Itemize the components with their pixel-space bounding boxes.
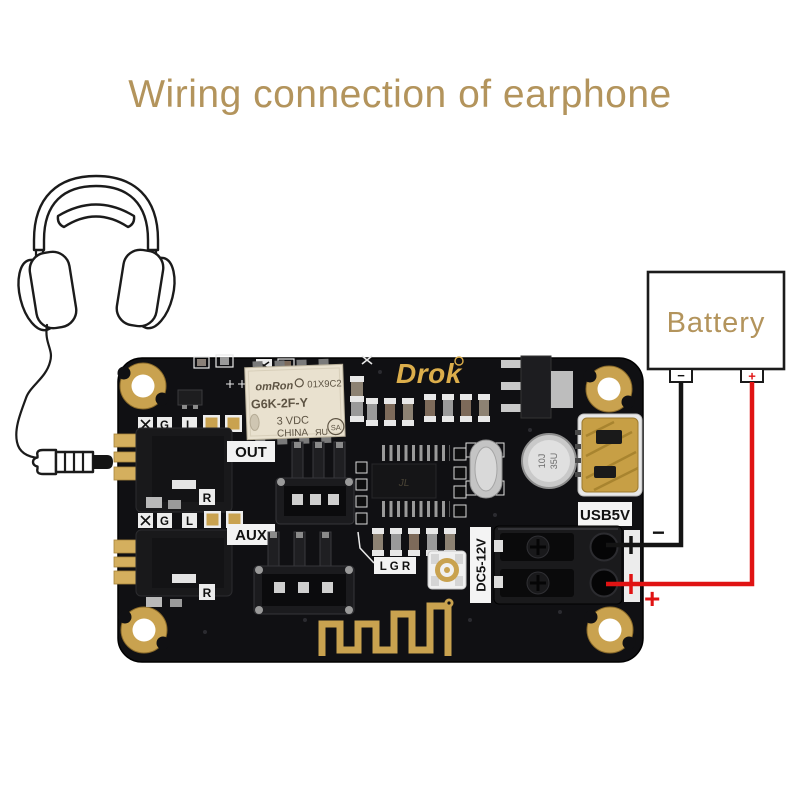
- silkscreen-x-mark: [361, 355, 373, 365]
- relay-origin: CHINA: [277, 428, 309, 440]
- usb5v-label-text: USB5V: [580, 507, 630, 524]
- battery-label: Battery: [667, 307, 766, 339]
- usb5v-label: USB5V: [578, 502, 632, 526]
- crystal-oscillator: [465, 439, 505, 499]
- positive-wire: [606, 382, 755, 587]
- smd-passives: [350, 376, 490, 556]
- out-label: OUT: [227, 441, 275, 462]
- relay-brand: omRon: [255, 380, 294, 393]
- relay-code: 01X9C2: [307, 378, 342, 390]
- relay: omRon 01X9C2 G6K-2F-Y 3 VDC CHINA ЯU SA: [244, 358, 346, 446]
- aux-label: AUX: [227, 524, 275, 545]
- capacitor-marking-1: 10J: [537, 454, 547, 469]
- out-label-text: OUT: [235, 444, 267, 461]
- plug-strain-relief: [31, 448, 58, 476]
- voltage-regulator: [501, 355, 573, 419]
- headphone-cable: [15, 323, 52, 460]
- pin-label-g: G: [160, 420, 169, 432]
- usb-port: [575, 413, 643, 497]
- board-positive-mark: +: [644, 583, 660, 614]
- plug-tip: [93, 455, 113, 469]
- lgr-label: L G R: [357, 531, 416, 574]
- battery-positive-mark: +: [748, 369, 756, 384]
- electrolytic-capacitor: 10J 35U: [521, 433, 577, 489]
- left-ear-cup: [28, 250, 78, 330]
- pin-label-l: L: [186, 420, 193, 432]
- ic-body: [371, 463, 437, 499]
- lgr-label-text: L G R: [380, 561, 411, 573]
- plug-rings: [63, 450, 85, 474]
- audio-board: omRon 01X9C2 G6K-2F-Y 3 VDC CHINA ЯU SA …: [113, 354, 644, 663]
- drok-logo: Drok: [396, 356, 464, 389]
- mounting-hole: [583, 365, 635, 413]
- pin-label-g: G: [160, 516, 169, 528]
- relay-rating: 3 VDC: [276, 415, 309, 428]
- dc-input-label: DC5-12V: [470, 527, 491, 603]
- relay-body: [244, 363, 346, 441]
- mounting-hole: [584, 606, 636, 654]
- battery-box: Battery − +: [646, 270, 786, 384]
- registered-mark-icon: [454, 356, 464, 366]
- aux-label-text: AUX: [235, 527, 267, 544]
- mounting-hole: [117, 362, 169, 410]
- pin-label-l: L: [186, 516, 193, 528]
- headphones-illustration: [15, 174, 176, 460]
- headphone-plug: [31, 448, 113, 476]
- right-ear-cup: [115, 248, 165, 328]
- connector-top: [275, 441, 355, 525]
- relay-cert-mark: SA: [331, 423, 341, 432]
- wiring-connections: − +: [606, 382, 755, 614]
- mounting-hole: [118, 606, 170, 654]
- bluetooth-ic: JL: [355, 445, 467, 525]
- dc-terminal-block: [493, 525, 640, 605]
- pin-label-r: R: [203, 586, 212, 600]
- aux-audio-jack: R: [113, 529, 233, 607]
- relay-ul-mark: ЯU: [315, 427, 328, 437]
- ufl-connector-icon: [427, 550, 467, 590]
- dc-input-label-text: DC5-12V: [474, 538, 489, 592]
- mounting-holes: [117, 362, 636, 654]
- board-negative-mark: −: [652, 520, 665, 545]
- relay-brand-dot: [294, 378, 304, 388]
- capacitor-marking-2: 35U: [549, 453, 559, 470]
- battery-negative-mark: −: [677, 368, 685, 383]
- connector-bottom: [253, 531, 355, 615]
- ic-marking: JL: [398, 478, 410, 489]
- out-audio-jack: R: [113, 427, 233, 513]
- relay-model: G6K-2F-Y: [251, 396, 309, 412]
- headband: [32, 174, 160, 252]
- headband-pad: [56, 203, 136, 229]
- pin-label-r: R: [203, 491, 212, 505]
- brand-text: Drok: [396, 358, 463, 389]
- aux-jack-pin-labels: G L: [138, 511, 243, 528]
- antenna-trace: [318, 598, 454, 656]
- page-title: Wiring connection of earphone: [128, 73, 672, 116]
